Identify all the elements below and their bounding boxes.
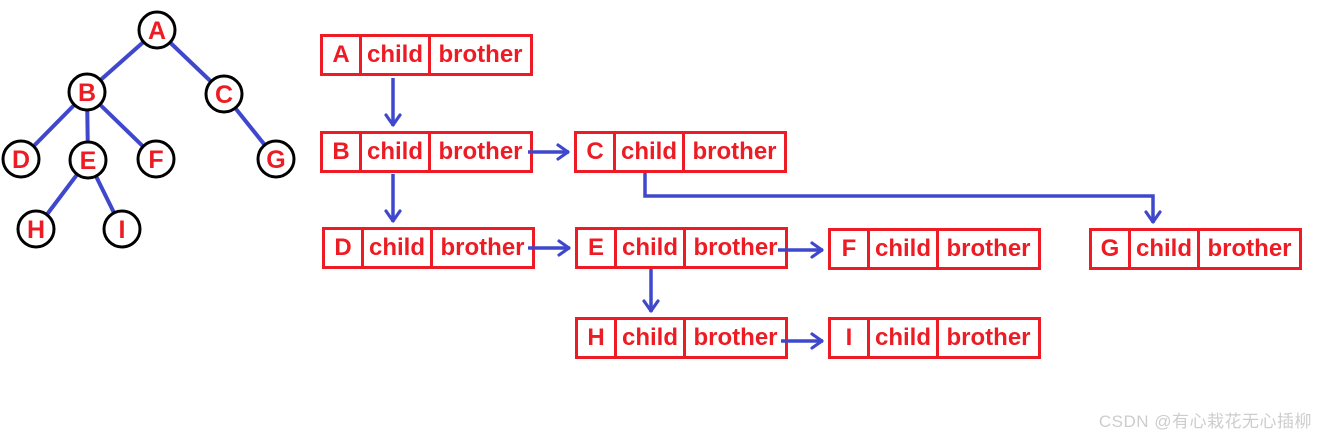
watermark: CSDN @有心栽花无心插柳 (1098, 412, 1312, 431)
record-node-F-child-cell: child (867, 231, 936, 267)
record-node-C-brother-cell: brother (682, 134, 784, 170)
record-node-E-letter: E (587, 234, 604, 261)
record-node-H-brother-cell: brother (683, 320, 785, 356)
record-node-I-brother-cell: brother (936, 320, 1038, 356)
record-node-D-child-cell: child (361, 230, 430, 266)
record-node-C-letter: C (586, 138, 604, 165)
record-node-A-brother-cell: brother (428, 37, 530, 73)
record-node-B-child-cell: child (359, 134, 428, 170)
record-node-E-brother-cell: brother (683, 230, 785, 266)
record-node-I-letter: I (845, 324, 853, 351)
record-node-G-letter: G (1100, 235, 1120, 262)
record-node-E-child-cell: child (614, 230, 683, 266)
record-node-G-child-cell: child (1128, 231, 1197, 267)
record-node-G-brother-cell: brother (1197, 231, 1299, 267)
record-node-B-letter: B (332, 138, 350, 165)
record-node-D-brother-cell: brother (430, 230, 532, 266)
record-node-D-letter: D (334, 234, 352, 261)
record-node-I-child-cell: child (867, 320, 936, 356)
record-node-C-child-cell: child (613, 134, 682, 170)
record-node-A-letter: A (332, 41, 350, 68)
record-node-F-letter: F (841, 235, 857, 262)
record-node-A-child-cell: child (359, 37, 428, 73)
record-node-B-brother-cell: brother (428, 134, 530, 170)
record-node-H-child-cell: child (614, 320, 683, 356)
record-node-F-brother-cell: brother (936, 231, 1038, 267)
record-node-H-letter: H (587, 324, 605, 351)
